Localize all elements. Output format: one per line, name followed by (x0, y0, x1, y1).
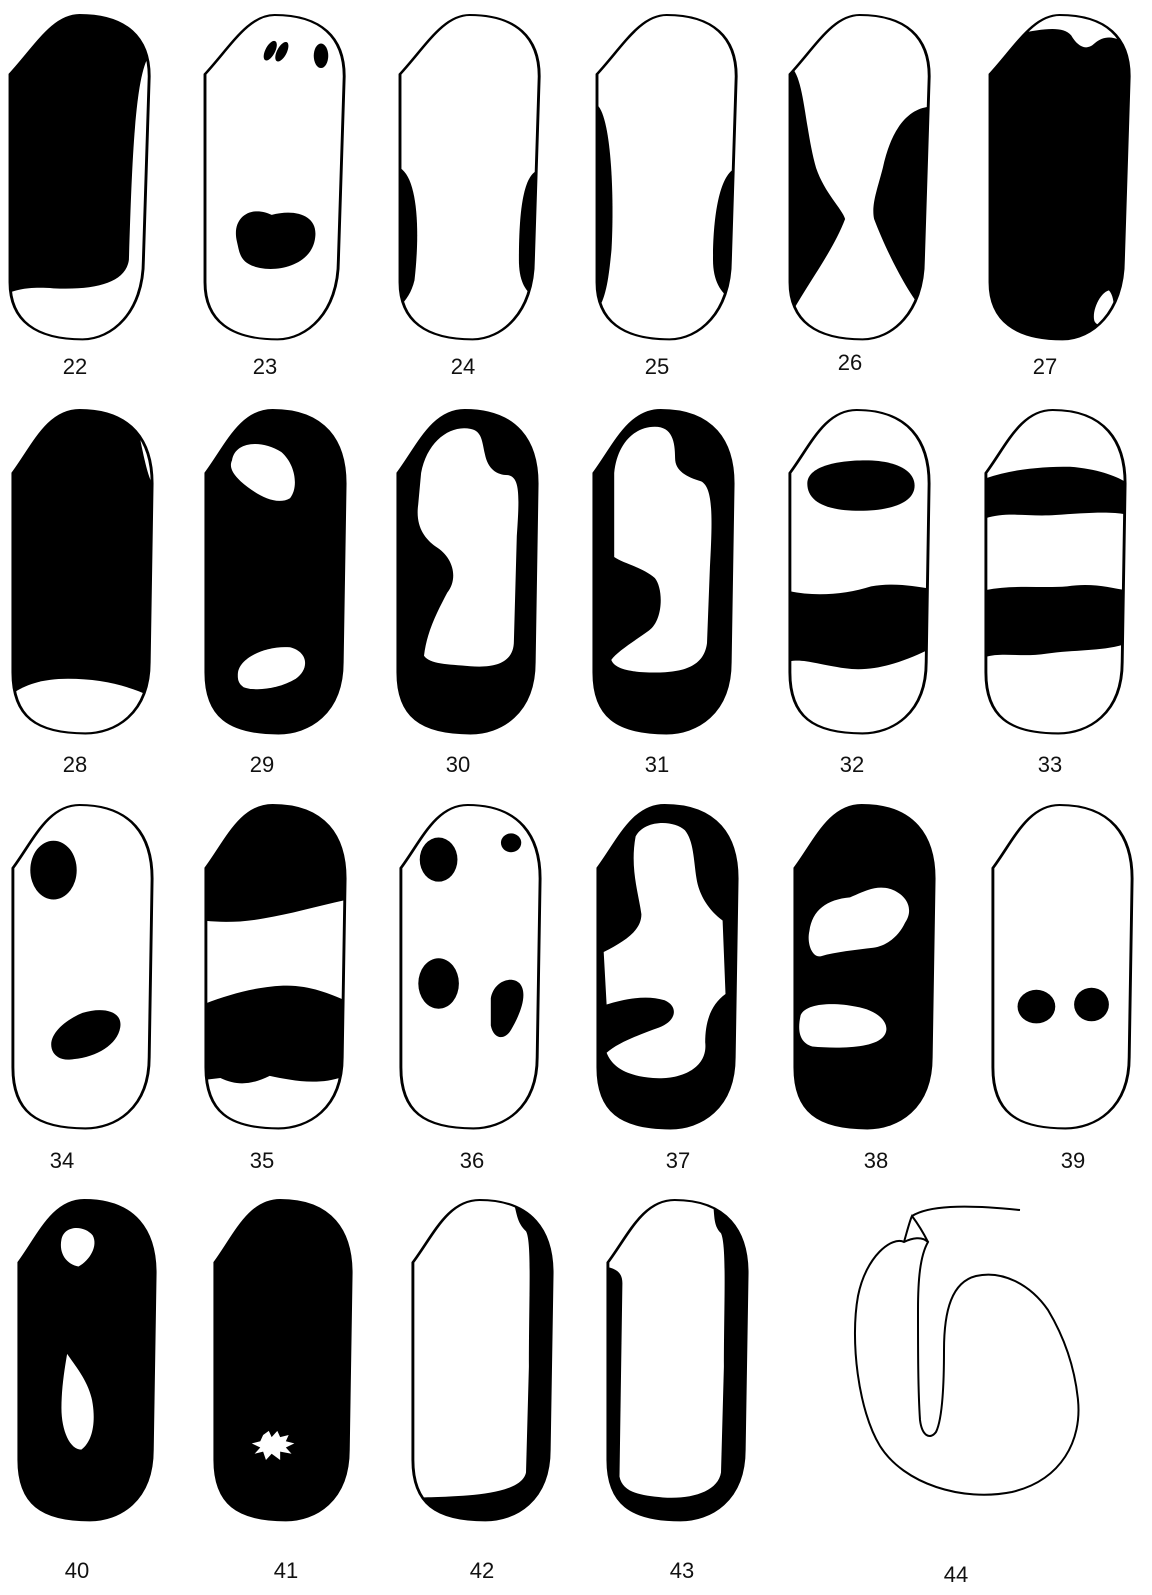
figure-36 (401, 805, 540, 1128)
figure-label-44: 44 (944, 1562, 968, 1587)
figure-label-22: 22 (63, 354, 87, 379)
figure-label-43: 43 (670, 1558, 694, 1583)
figure-37 (588, 800, 748, 1147)
figure-22 (3, 10, 170, 352)
figure-label-39: 39 (1061, 1148, 1085, 1173)
figure-34 (13, 805, 152, 1128)
figure-label-31: 31 (645, 752, 669, 777)
figure-32 (780, 405, 940, 752)
figure-35 (196, 800, 356, 1147)
figure-label-33: 33 (1038, 752, 1062, 777)
figure-28 (3, 405, 163, 752)
figure-25 (590, 10, 750, 347)
figure-label-41: 41 (274, 1558, 298, 1583)
figure-43 (598, 1195, 765, 1543)
figure-label-27: 27 (1033, 354, 1057, 379)
figure-29 (206, 410, 345, 733)
figure-label-28: 28 (63, 752, 87, 777)
figure-30 (398, 410, 537, 733)
figure-label-29: 29 (250, 752, 274, 777)
figure-39 (993, 805, 1132, 1128)
figure-33 (976, 405, 1136, 752)
figure-label-35: 35 (250, 1148, 274, 1173)
figure-label-37: 37 (666, 1148, 690, 1173)
figure-label-34: 34 (50, 1148, 74, 1173)
figure-24 (393, 10, 553, 347)
figure-44 (855, 1207, 1079, 1495)
figure-label-23: 23 (253, 354, 277, 379)
figure-40 (19, 1200, 155, 1520)
figure-38 (795, 805, 934, 1128)
figure-label-25: 25 (645, 354, 669, 379)
figure-42 (403, 1195, 570, 1543)
figure-label-26: 26 (838, 350, 862, 375)
figure-31 (594, 410, 733, 733)
figure-label-30: 30 (446, 752, 470, 777)
figure-label-24: 24 (451, 354, 475, 379)
figure-41 (215, 1200, 351, 1520)
figure-23 (205, 15, 344, 339)
figure-26 (783, 10, 943, 347)
figure-label-42: 42 (470, 1558, 494, 1583)
figure-27 (983, 10, 1143, 347)
figure-label-36: 36 (460, 1148, 484, 1173)
figure-label-40: 40 (65, 1558, 89, 1583)
figure-label-38: 38 (864, 1148, 888, 1173)
figure-label-32: 32 (840, 752, 864, 777)
